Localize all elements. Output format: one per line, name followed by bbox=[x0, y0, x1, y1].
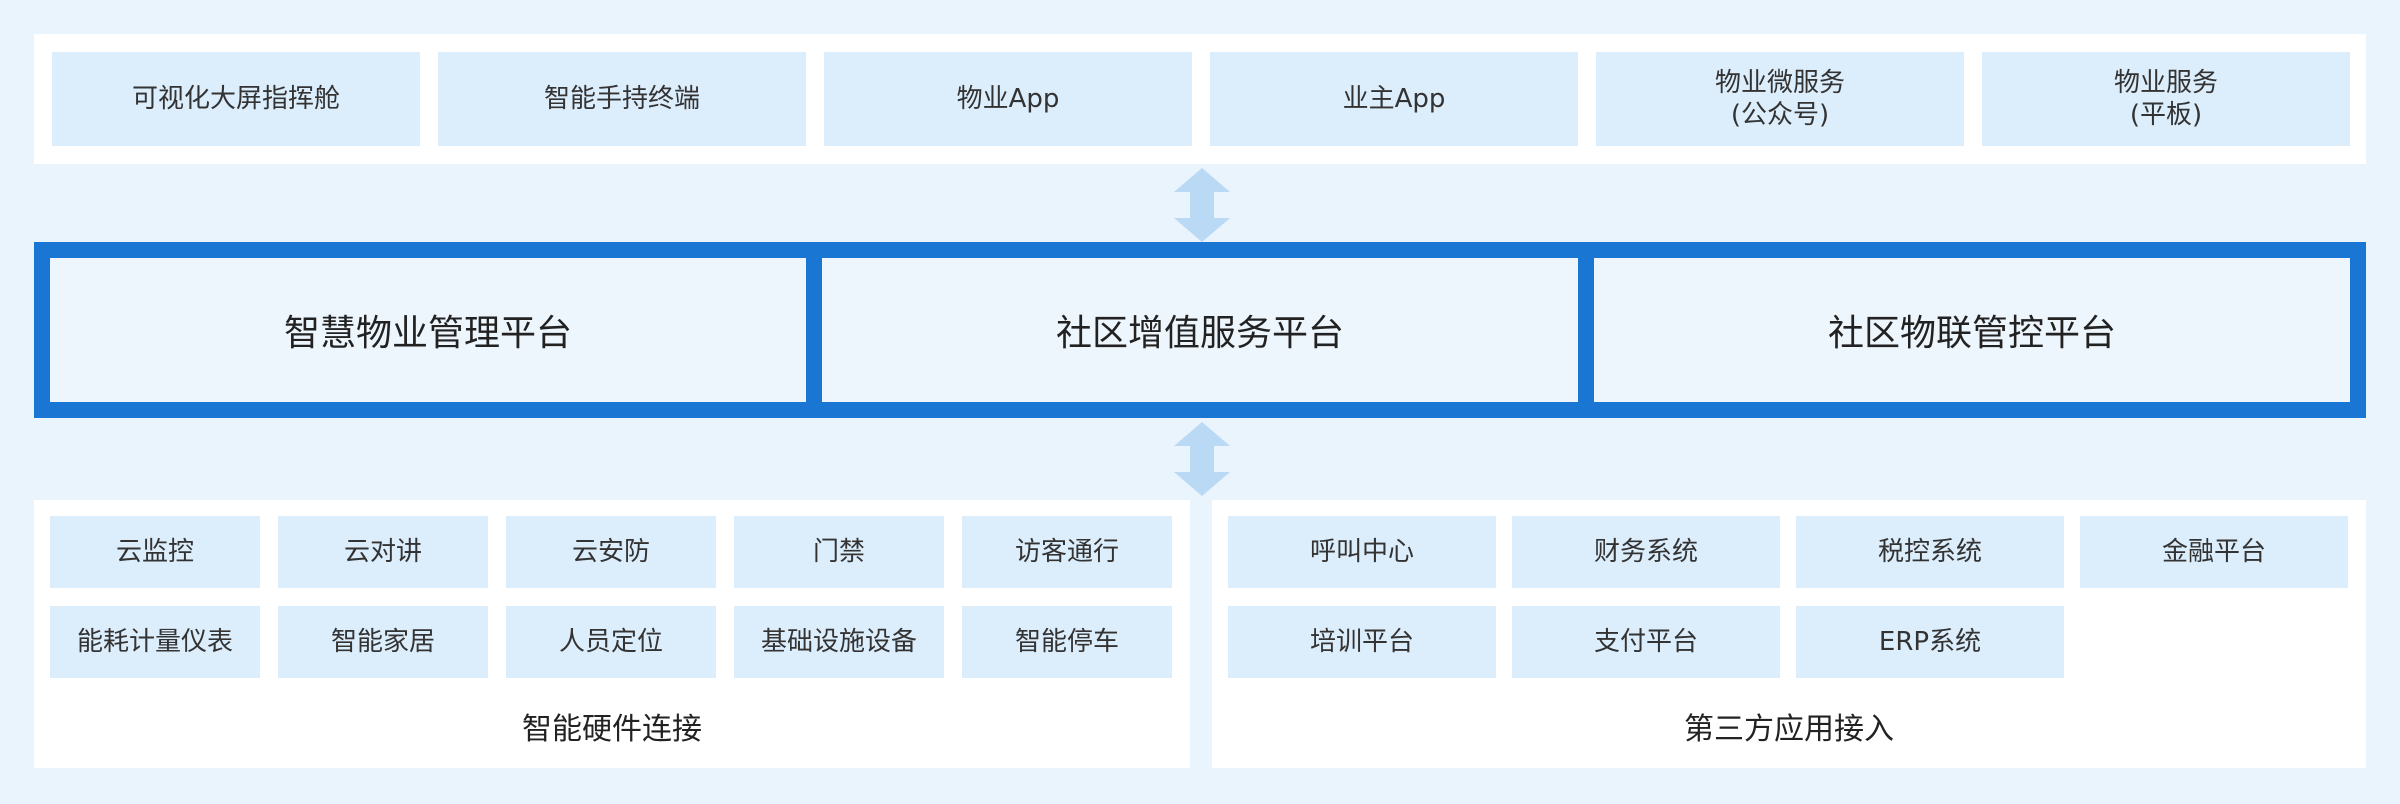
client-cell-label: 物业微服务 bbox=[1714, 67, 1845, 98]
hardware-item: 智能停车 bbox=[962, 606, 1172, 678]
third-party-item: 支付平台 bbox=[1512, 606, 1780, 678]
platform-value-added-services: 社区增值服务平台 bbox=[822, 258, 1578, 402]
double-arrow-icon bbox=[1174, 168, 1230, 242]
client-cell-label: 智能手持终端 bbox=[543, 83, 700, 114]
client-cell-label: 物业服务 bbox=[2113, 67, 2218, 98]
client-cell: 物业服务 (平板) bbox=[1982, 52, 2350, 146]
third-party-item: 呼叫中心 bbox=[1228, 516, 1496, 588]
hardware-item: 云监控 bbox=[50, 516, 260, 588]
third-party-panel: 呼叫中心 财务系统 税控系统 金融平台 培训平台 支付平台 ERP系统 第三方应… bbox=[1212, 500, 2366, 768]
platform-iot-control: 社区物联管控平台 bbox=[1594, 258, 2350, 402]
hardware-item: 云安防 bbox=[506, 516, 716, 588]
third-party-item: 培训平台 bbox=[1228, 606, 1496, 678]
platform-property-management: 智慧物业管理平台 bbox=[50, 258, 806, 402]
hardware-item: 人员定位 bbox=[506, 606, 716, 678]
client-cell: 智能手持终端 bbox=[438, 52, 806, 146]
third-party-caption: 第三方应用接入 bbox=[1684, 712, 1894, 747]
hardware-item: 能耗计量仪表 bbox=[50, 606, 260, 678]
third-party-item: 财务系统 bbox=[1512, 516, 1780, 588]
hardware-item: 基础设施设备 bbox=[734, 606, 944, 678]
client-cell: 业主App bbox=[1210, 52, 1578, 146]
third-party-item: 金融平台 bbox=[2080, 516, 2348, 588]
client-cell: 物业微服务 (公众号) bbox=[1596, 52, 1964, 146]
client-layer-panel: 可视化大屏指挥舱 智能手持终端 物业App 业主App 物业微服务 (公众号) … bbox=[34, 34, 2366, 164]
hardware-caption: 智能硬件连接 bbox=[522, 712, 702, 747]
third-party-item: 税控系统 bbox=[1796, 516, 2064, 588]
client-cell-label: 可视化大屏指挥舱 bbox=[131, 83, 340, 114]
client-cell: 物业App bbox=[824, 52, 1192, 146]
hardware-item: 智能家居 bbox=[278, 606, 488, 678]
hardware-panel: 云监控 云对讲 云安防 门禁 访客通行 能耗计量仪表 智能家居 人员定位 基础设… bbox=[34, 500, 1190, 768]
double-arrow-icon bbox=[1174, 422, 1230, 496]
client-cell-sublabel: (公众号) bbox=[1730, 100, 1830, 130]
hardware-item: 云对讲 bbox=[278, 516, 488, 588]
client-cell-label: 业主App bbox=[1342, 83, 1446, 114]
third-party-item: ERP系统 bbox=[1796, 606, 2064, 678]
hardware-item: 门禁 bbox=[734, 516, 944, 588]
client-cell: 可视化大屏指挥舱 bbox=[52, 52, 420, 146]
client-cell-label: 物业App bbox=[956, 83, 1060, 114]
hardware-item: 访客通行 bbox=[962, 516, 1172, 588]
client-cell-sublabel: (平板) bbox=[2129, 100, 2203, 130]
